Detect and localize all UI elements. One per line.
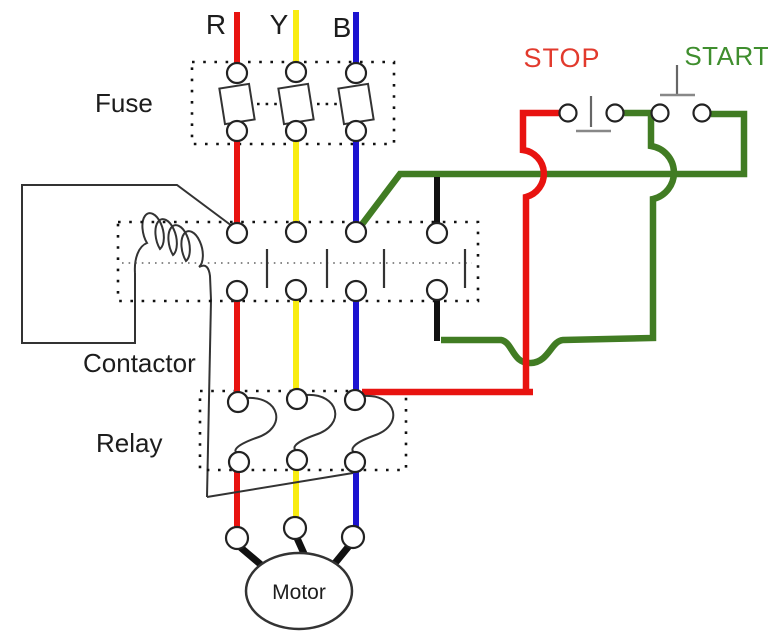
green-holding-wire bbox=[441, 113, 678, 367]
terminal bbox=[343, 388, 367, 412]
phase-y-label: Y bbox=[270, 9, 289, 40]
terminal bbox=[224, 525, 250, 551]
terminal bbox=[285, 387, 309, 411]
terminal bbox=[343, 450, 367, 474]
contactor-label: Contactor bbox=[83, 348, 196, 378]
terminal bbox=[344, 61, 368, 85]
fuse-element bbox=[337, 82, 375, 126]
terminal bbox=[284, 119, 308, 143]
green-supply-wire bbox=[357, 110, 748, 229]
relay-label: Relay bbox=[96, 428, 162, 458]
terminal bbox=[558, 103, 578, 123]
motor: Motor bbox=[237, 536, 354, 631]
fuse-elements bbox=[218, 82, 375, 126]
relay-heaters bbox=[234, 393, 395, 454]
heater-curve bbox=[234, 396, 278, 454]
motor-label: Motor bbox=[272, 581, 326, 604]
terminals bbox=[224, 60, 449, 551]
terminal bbox=[425, 221, 449, 245]
diagram-labels: R Y B Fuse Contactor Relay STOP START bbox=[83, 9, 768, 458]
control-red-wire bbox=[362, 109, 559, 396]
contactor-internals bbox=[122, 249, 472, 288]
coil-supply-loop-wire bbox=[21, 184, 233, 344]
terminal bbox=[285, 448, 309, 472]
phase-b-label: B bbox=[333, 12, 352, 43]
terminal bbox=[650, 103, 670, 123]
contactor-coil bbox=[133, 212, 212, 301]
terminal bbox=[225, 279, 249, 303]
fuse-element bbox=[277, 82, 315, 126]
terminal bbox=[344, 220, 368, 244]
terminal bbox=[284, 220, 308, 244]
terminal bbox=[227, 450, 251, 474]
terminal bbox=[692, 103, 712, 123]
fuse-label: Fuse bbox=[95, 88, 153, 118]
stop-label: STOP bbox=[523, 43, 600, 73]
start-button bbox=[650, 65, 712, 123]
terminal bbox=[226, 390, 250, 414]
terminal bbox=[340, 524, 366, 550]
coil-return-diagonal bbox=[206, 472, 354, 498]
heater-curve bbox=[351, 394, 395, 454]
terminal bbox=[225, 221, 249, 245]
terminal bbox=[605, 103, 625, 123]
terminal bbox=[225, 119, 249, 143]
terminal bbox=[284, 278, 308, 302]
terminal bbox=[284, 60, 308, 84]
terminal bbox=[282, 515, 308, 541]
motor-body bbox=[244, 551, 354, 631]
red-stop-wire bbox=[362, 109, 559, 396]
fuse-element bbox=[218, 82, 256, 126]
coil-circuit bbox=[21, 184, 233, 498]
coil-return-wire bbox=[206, 299, 212, 498]
terminal bbox=[225, 61, 249, 85]
stop-button bbox=[558, 96, 625, 133]
phase-r-label: R bbox=[206, 9, 226, 40]
start-label: START bbox=[684, 41, 768, 71]
terminal bbox=[425, 278, 449, 302]
heater-curve bbox=[293, 393, 337, 452]
control-green-wires bbox=[357, 109, 748, 367]
terminal bbox=[344, 119, 368, 143]
terminal bbox=[344, 279, 368, 303]
